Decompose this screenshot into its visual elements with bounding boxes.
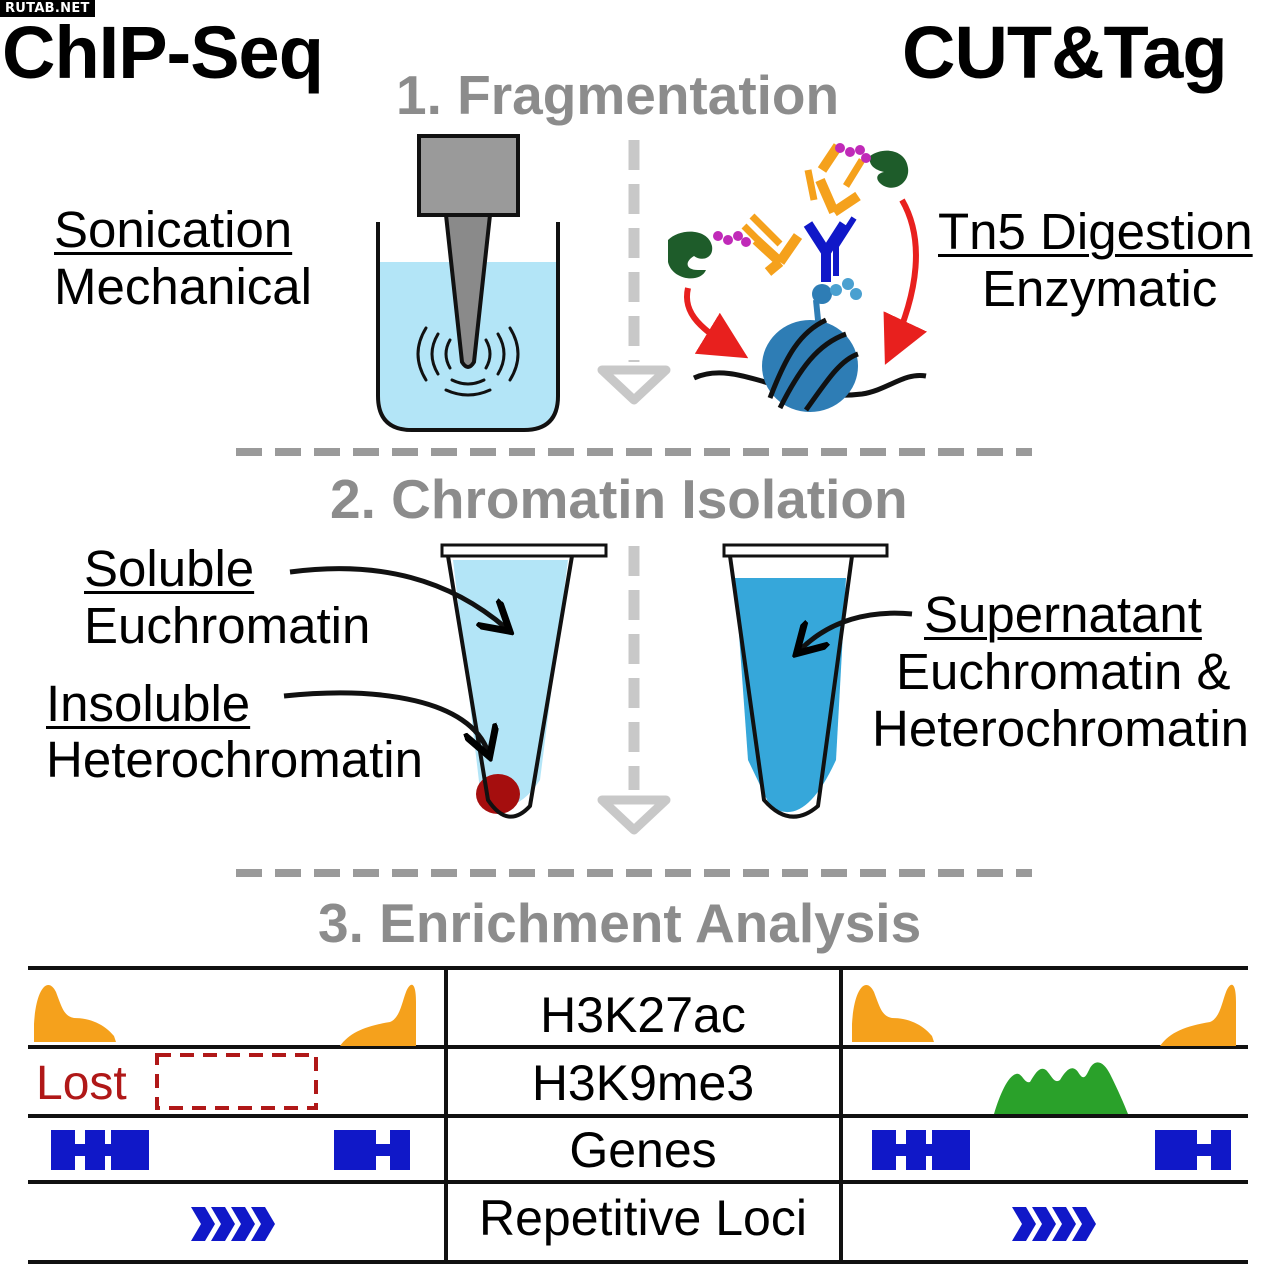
cuttag-tube bbox=[722, 543, 889, 819]
repeats-cuttag bbox=[1012, 1207, 1096, 1241]
tn5-digestion-label: Tn5 Digestion bbox=[938, 203, 1253, 260]
chipseq-title: ChIP-Seq bbox=[2, 11, 324, 94]
sound-waves-icon bbox=[416, 326, 520, 397]
gene-left-chip bbox=[51, 1130, 149, 1170]
chip-tube bbox=[440, 543, 608, 819]
enrichment-table-grid bbox=[28, 966, 1248, 1264]
nucleosome-icon bbox=[762, 278, 862, 412]
row-label-repetitive-loci: Repetitive Loci bbox=[479, 1190, 807, 1246]
guide-arrow-middle bbox=[597, 795, 671, 835]
gene-left-cuttag bbox=[872, 1130, 970, 1170]
cuttag-title: CUT&Tag bbox=[902, 11, 1228, 94]
step-isolation-title: 2. Chromatin Isolation bbox=[330, 468, 908, 530]
h3k27ac-peak-left-cuttag bbox=[852, 985, 934, 1042]
heterochromatin-label: Heterochromatin bbox=[46, 731, 423, 788]
chip-tube-cap bbox=[440, 543, 608, 558]
supernatant-pointer-arrow bbox=[800, 610, 913, 650]
tn5-cut-arrows bbox=[683, 198, 928, 365]
soluble-pointer-arrow bbox=[289, 566, 506, 628]
adapter-dna-icon bbox=[713, 143, 871, 247]
secondary-antibody-icon bbox=[741, 143, 865, 276]
primary-antibody-icon bbox=[803, 216, 857, 282]
h3k27ac-peak-right-chip bbox=[340, 984, 416, 1046]
cuttag-tube-cap bbox=[722, 543, 889, 558]
h3k27ac-peak-left-chip bbox=[34, 985, 116, 1042]
gene-right-chip bbox=[334, 1130, 410, 1170]
gene-right-cuttag bbox=[1155, 1130, 1231, 1170]
lost-label: Lost bbox=[36, 1057, 127, 1110]
mechanical-label: Mechanical bbox=[54, 258, 312, 315]
step-fragmentation-title: 1. Fragmentation bbox=[396, 64, 840, 126]
guide-arrow-top bbox=[597, 365, 671, 405]
euchromatin-and-label: Euchromatin & bbox=[896, 643, 1231, 700]
step-analysis-title: 3. Enrichment Analysis bbox=[318, 892, 922, 954]
h3k27ac-peak-right-cuttag bbox=[1160, 984, 1236, 1046]
row-label-h3k9me3: H3K9me3 bbox=[531, 1055, 755, 1111]
row-label-genes: Genes bbox=[569, 1122, 717, 1178]
watermark: RUTAB.NET bbox=[0, 0, 95, 17]
heterochromatin-pellet bbox=[476, 774, 520, 814]
insoluble-label: Insoluble bbox=[46, 675, 251, 732]
soluble-label: Soluble bbox=[84, 540, 255, 597]
tn5-transposase-icon bbox=[668, 150, 909, 279]
heterochromatin-right-label: Heterochromatin bbox=[872, 700, 1249, 757]
insoluble-pointer-arrow bbox=[283, 690, 488, 752]
sonicator-probe bbox=[417, 134, 520, 369]
row-label-h3k27ac: H3K27ac bbox=[540, 987, 746, 1043]
enzymatic-label: Enzymatic bbox=[982, 260, 1218, 317]
h3k9me3-peak-cuttag bbox=[994, 1062, 1128, 1114]
lost-signal-box bbox=[155, 1053, 318, 1110]
repeats-chip bbox=[191, 1207, 275, 1241]
sonication-label: Sonication bbox=[54, 201, 293, 258]
supernatant-label: Supernatant bbox=[924, 586, 1202, 643]
euchromatin-label: Euchromatin bbox=[84, 597, 371, 654]
